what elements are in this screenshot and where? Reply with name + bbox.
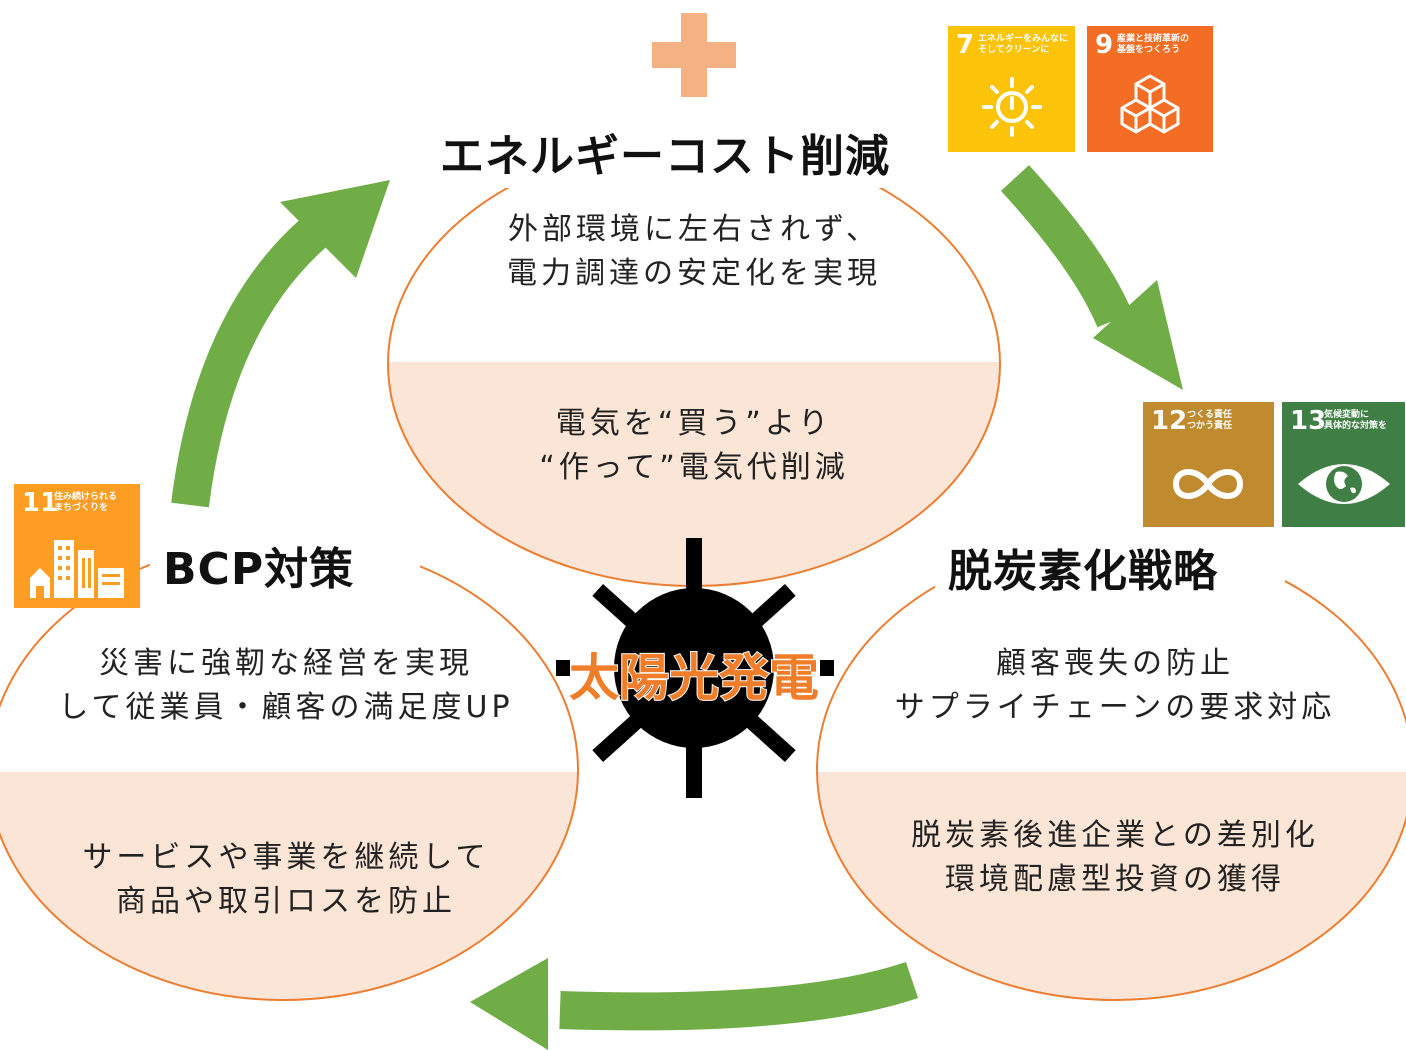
sdg-11-tile: 11 住み続けられる まちづくりを (14, 484, 140, 608)
sun-icon (556, 538, 834, 798)
left-circle (0, 539, 579, 1001)
top-line-2: 電力調達の安定化を実現 (507, 256, 881, 291)
sdg-13-tile: 13 気候変動に 具体的な対策を (1282, 402, 1405, 527)
left-line-4: 商品や取引ロスを防止 (116, 884, 456, 919)
left-heading: BCP対策 (163, 544, 355, 595)
right-lower-text: 脱炭素後進企業との差別化 環境配慮型投資の獲得 (832, 814, 1398, 902)
sdg-9-number: 9 (1095, 30, 1114, 60)
top-line-3: 電気を“買う”より (555, 406, 833, 441)
sdg-7-label: エネルギーをみんなに そしてクリーンに (978, 34, 1069, 55)
arrow-top-to-right (1000, 165, 1183, 390)
top-upper-text: 外部環境に左右されず、 電力調達の安定化を実現 (404, 208, 984, 296)
left-lower-text: サービスや事業を継続して 商品や取引ロスを防止 (0, 836, 572, 924)
sdg-9-tile: 9 産業と技術革新の 基盤をつくろう (1087, 26, 1213, 152)
right-upper-text: 顧客喪失の防止 サプライチェーンの要求対応 (832, 642, 1398, 730)
left-line-3: サービスや事業を継続して (82, 840, 490, 875)
right-heading: 脱炭素化戦略 (948, 546, 1218, 597)
right-line-4: 環境配慮型投資の獲得 (945, 862, 1285, 897)
left-upper-text: 災害に強靭な経営を実現 して従業員・顧客の満足度UP (0, 642, 572, 730)
sdg-12-tile: 12 つくる責任 つかう責任 (1143, 402, 1274, 527)
sdg-12-number: 12 (1151, 406, 1188, 436)
left-line-1: 災害に強靭な経営を実現 (99, 646, 473, 681)
sdg-13-label: 気候変動に 具体的な対策を (1324, 410, 1388, 431)
sdg-7-tile: 7 エネルギーをみんなに そしてクリーンに (948, 26, 1075, 152)
top-line-4: “作って”電気代削減 (539, 450, 849, 485)
power-sun-icon (982, 77, 1042, 137)
infinity-icon (1172, 469, 1244, 499)
plus-icon (652, 13, 736, 97)
top-line-1: 外部環境に左右されず、 (508, 212, 880, 247)
right-line-1: 顧客喪失の防止 (996, 646, 1234, 681)
cubes-icon (1120, 74, 1180, 134)
right-line-3: 脱炭素後進企業との差別化 (911, 818, 1319, 853)
sdg-11-label: 住み続けられる まちづくりを (54, 492, 118, 513)
center-title: 太陽光発電 (568, 648, 820, 708)
earth-eye-icon (1298, 464, 1390, 504)
arrow-right-to-left (470, 958, 919, 1050)
right-line-2: サプライチェーンの要求対応 (894, 690, 1336, 725)
sdg-11-number: 11 (22, 488, 59, 518)
right-circle (816, 539, 1406, 1001)
left-line-2: して従業員・顧客の満足度UP (58, 690, 514, 725)
sdg-9-label: 産業と技術革新の 基盤をつくろう (1117, 34, 1190, 55)
city-icon (30, 540, 124, 598)
sdg-12-label: つくる責任 つかう責任 (1187, 410, 1233, 431)
arrow-left-to-top (171, 180, 390, 508)
top-lower-text: 電気を“買う”より “作って”電気代削減 (404, 402, 984, 490)
top-heading: エネルギーコスト削減 (440, 131, 890, 182)
sdg-13-number: 13 (1290, 406, 1327, 436)
sdg-7-number: 7 (956, 30, 975, 60)
